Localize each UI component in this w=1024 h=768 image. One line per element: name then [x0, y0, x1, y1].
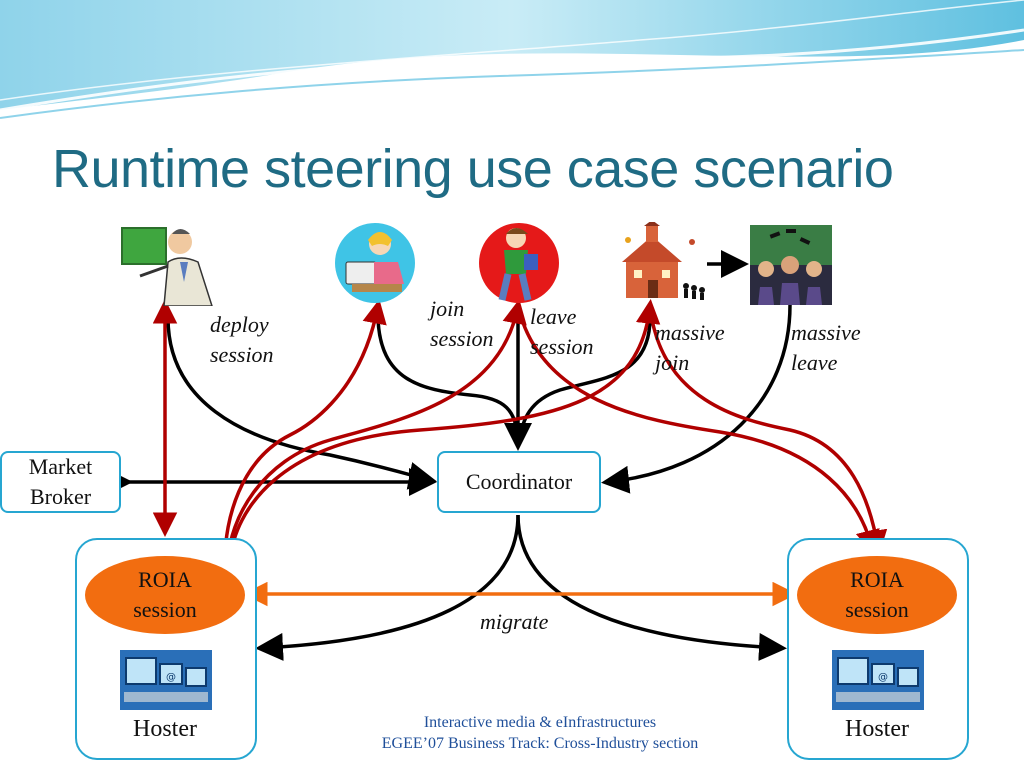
leave-roia-right-red-arrow	[516, 305, 880, 555]
graduation-crowd-icon	[750, 225, 832, 305]
presenter-icon	[121, 227, 213, 306]
computer-user-icon	[335, 223, 415, 303]
slide-title: Runtime steering use case scenario	[52, 139, 894, 199]
slide-footer: Interactive media & eInfrastructures EGE…	[320, 712, 760, 754]
coordinator-box: Coordinator	[437, 451, 601, 513]
svg-text:@: @	[878, 672, 888, 683]
massive-join-roia-left-red-arrow	[228, 299, 661, 561]
leave-roia-left-red-arrow	[216, 299, 527, 567]
market-broker-line1: Market	[28, 454, 93, 479]
footer-line1: Interactive media & eInfrastructures	[423, 714, 657, 731]
massive-leave-to-coordinator-arrow	[601, 304, 792, 494]
coordinator-to-right-hoster-arrow	[516, 514, 787, 661]
hoster-right-label: Hoster	[845, 716, 909, 742]
computer-network-icon: @	[832, 650, 924, 710]
hoster-left-label: Hoster	[133, 716, 197, 742]
market-broker-line2: Broker	[29, 484, 92, 509]
header-wave-banner	[0, 0, 1024, 119]
migrate-label: migrate	[480, 609, 549, 634]
walking-student-icon	[479, 223, 559, 303]
deploy-to-coordinator-arrow	[166, 317, 437, 490]
schoolhouse-icon	[622, 222, 705, 300]
coordinator-label: Coordinator	[465, 469, 573, 494]
massive-join-roia-right-red-arrow	[648, 305, 888, 555]
computer-network-icon: @	[120, 650, 212, 710]
svg-text:@: @	[166, 672, 176, 683]
footer-line2: EGEE’07 Business Track: Cross-Industry s…	[381, 735, 699, 752]
